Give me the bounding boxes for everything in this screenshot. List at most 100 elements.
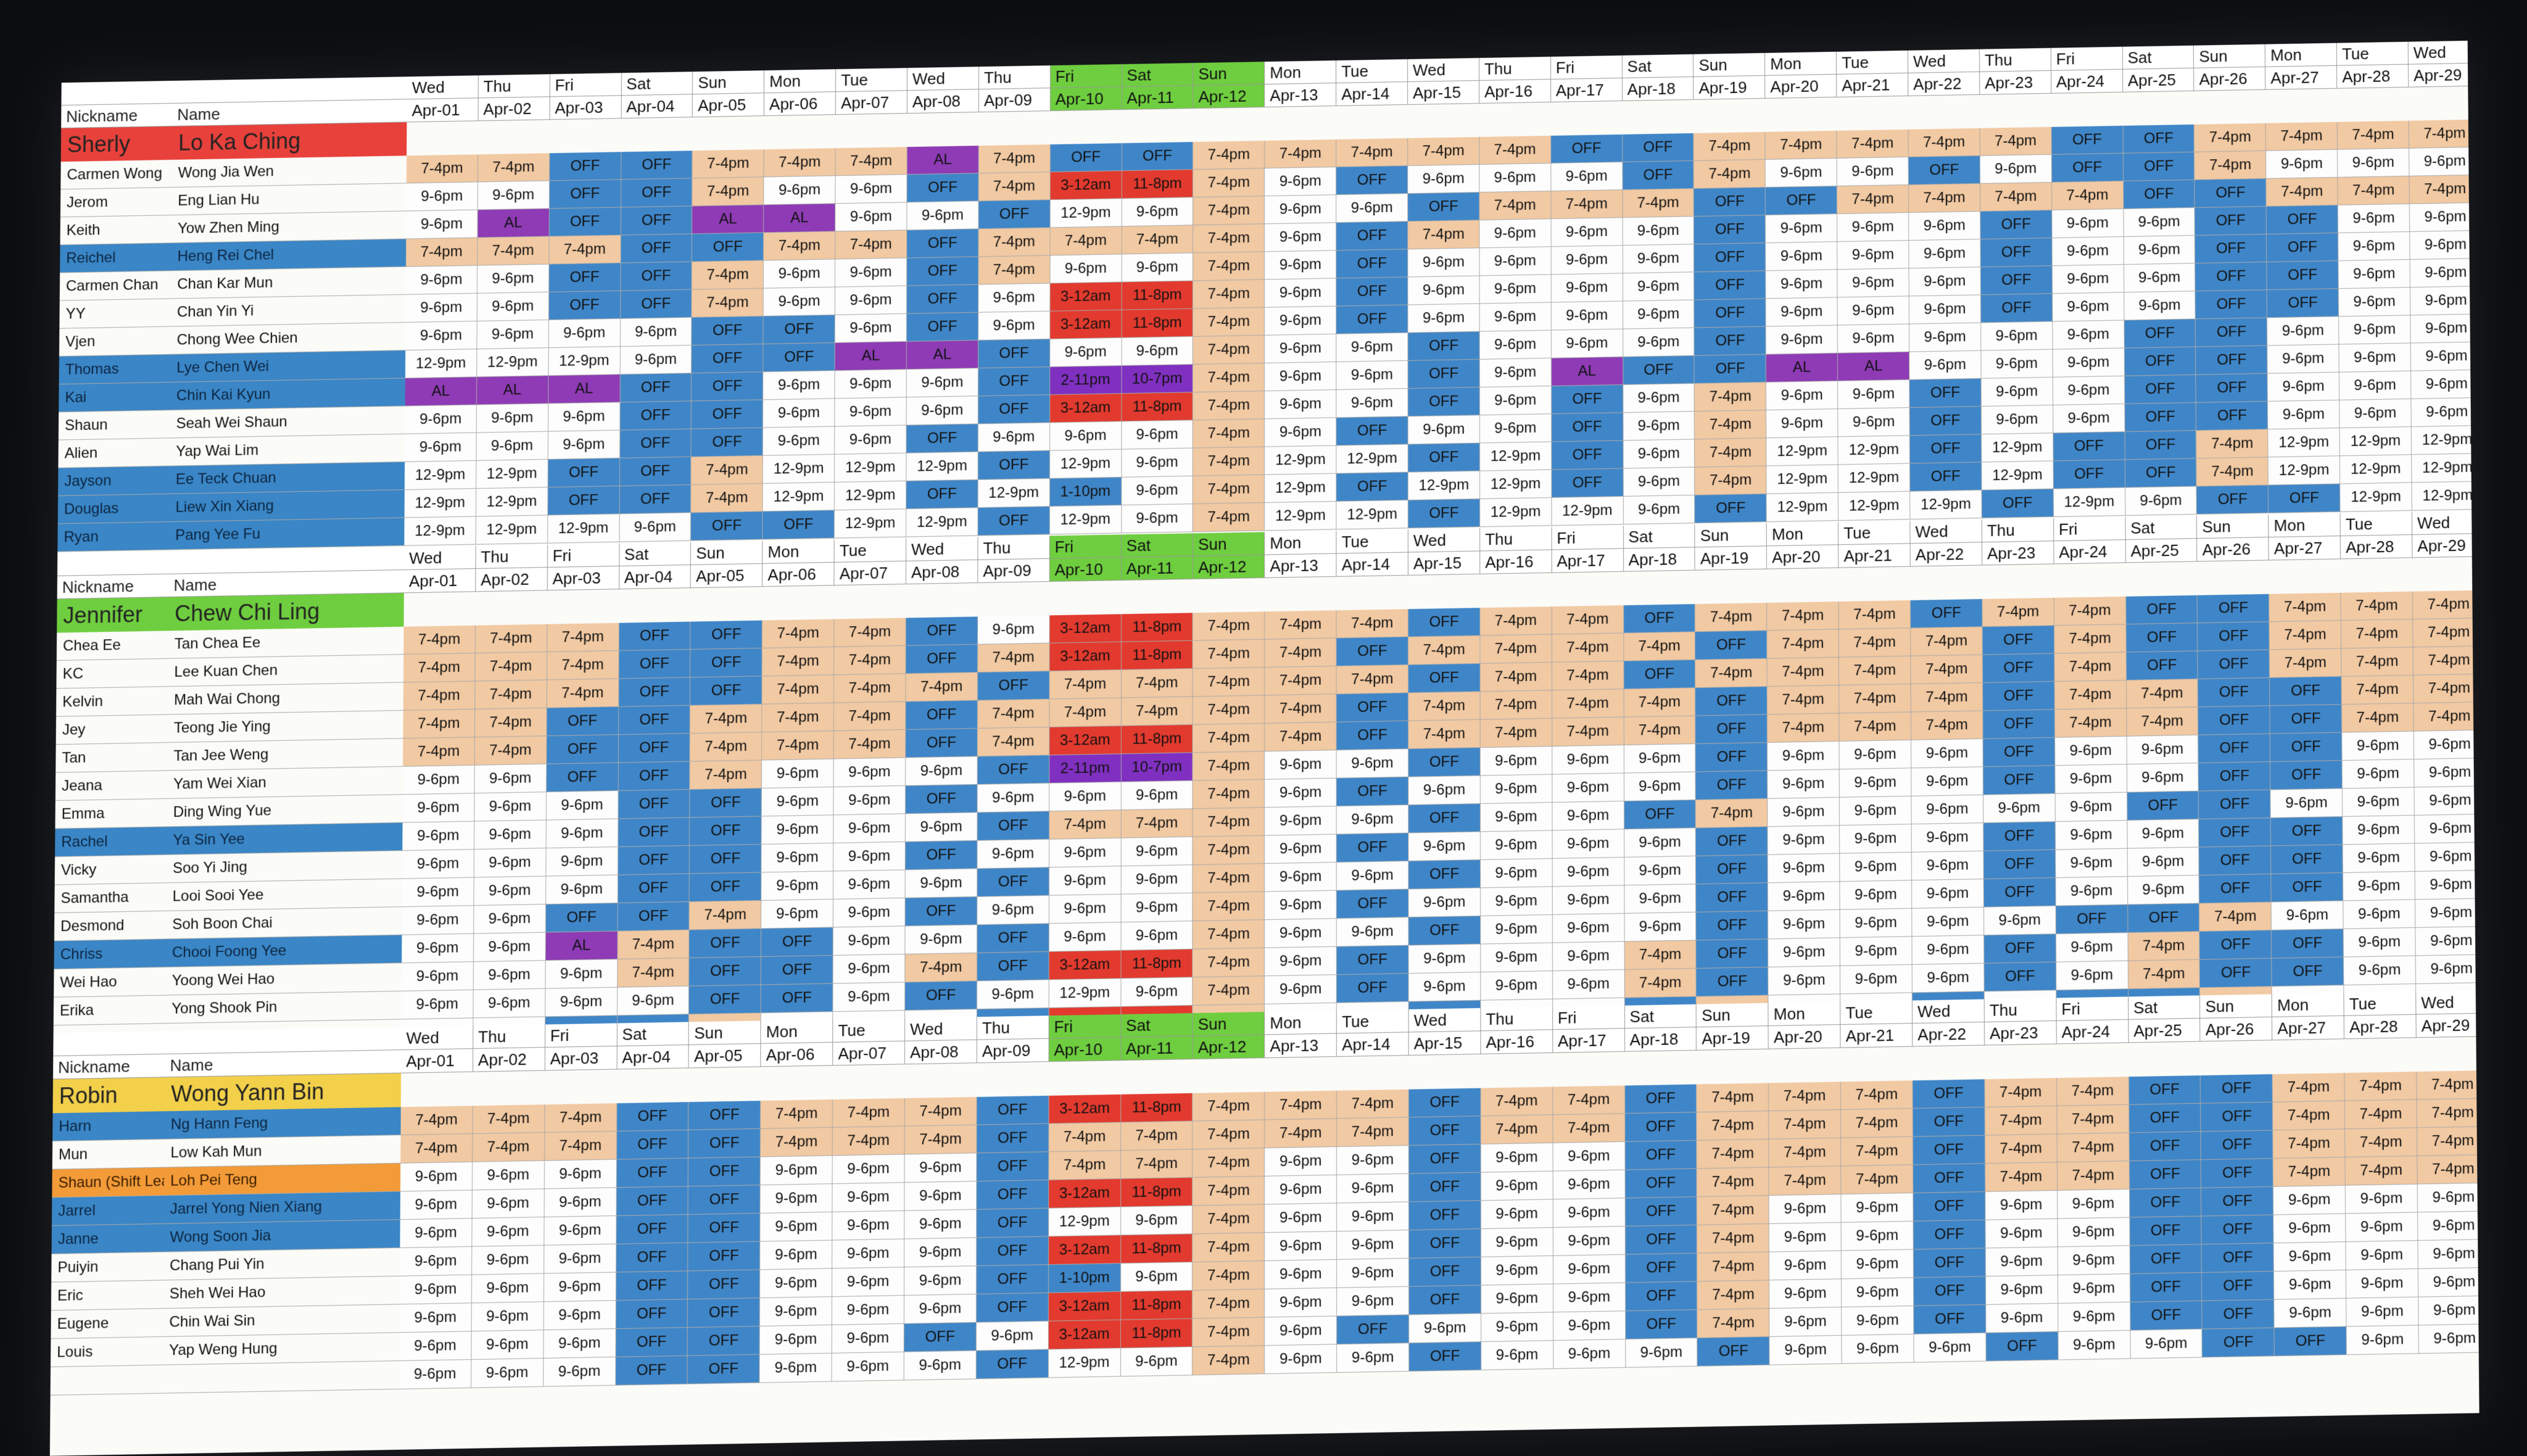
- shift-cell[interactable]: OFF: [616, 1243, 689, 1273]
- shift-cell[interactable]: 9-6pm: [1336, 805, 1409, 835]
- shift-cell[interactable]: 7-4pm: [2057, 1133, 2130, 1163]
- shift-cell[interactable]: 9-6pm: [1265, 778, 1337, 808]
- shift-cell[interactable]: 12-9pm: [978, 478, 1050, 508]
- shift-cell[interactable]: OFF: [2051, 153, 2124, 183]
- shift-cell[interactable]: 9-6pm: [473, 988, 546, 1019]
- shift-cell[interactable]: OFF: [616, 1130, 689, 1160]
- shift-cell[interactable]: 9-6pm: [1551, 246, 1623, 275]
- shift-cell[interactable]: 9-6pm: [400, 1190, 473, 1220]
- shift-cell[interactable]: OFF: [1909, 378, 1982, 408]
- shift-cell[interactable]: OFF: [1695, 631, 1768, 660]
- shift-cell[interactable]: 7-4pm: [1841, 1136, 1914, 1167]
- shift-cell[interactable]: OFF: [1551, 413, 1624, 442]
- shift-cell[interactable]: 9-6pm: [473, 932, 546, 962]
- shift-cell[interactable]: 9-6pm: [1909, 267, 1981, 297]
- shift-cell[interactable]: 2-11pm: [1049, 754, 1122, 784]
- shift-cell[interactable]: 7-4pm: [1623, 189, 1695, 218]
- shift-cell[interactable]: 3-12am: [1050, 282, 1122, 312]
- shift-cell[interactable]: 9-6pm: [1265, 306, 1337, 336]
- shift-cell[interactable]: OFF: [1913, 1079, 1985, 1109]
- shift-cell[interactable]: 9-6pm: [545, 959, 618, 989]
- shift-cell[interactable]: 9-6pm: [904, 1209, 977, 1239]
- shift-cell[interactable]: 9-6pm: [2127, 819, 2199, 849]
- shift-cell[interactable]: OFF: [2124, 402, 2197, 432]
- shift-cell[interactable]: OFF: [2051, 125, 2124, 155]
- shift-cell[interactable]: 7-4pm: [2273, 1101, 2346, 1131]
- shift-cell[interactable]: OFF: [761, 983, 833, 1014]
- shift-cell[interactable]: 9-6pm: [1049, 421, 1122, 451]
- shift-cell[interactable]: OFF: [688, 1298, 761, 1328]
- shift-cell[interactable]: OFF: [1625, 1197, 1698, 1227]
- shift-cell[interactable]: OFF: [1624, 1112, 1697, 1142]
- shift-cell[interactable]: OFF: [1694, 354, 1767, 384]
- shift-cell[interactable]: OFF: [2201, 1159, 2274, 1188]
- shift-cell[interactable]: 7-4pm: [1193, 611, 1265, 641]
- shift-cell[interactable]: OFF: [906, 424, 978, 453]
- shift-cell[interactable]: 9-6pm: [1120, 1206, 1193, 1236]
- shift-cell[interactable]: 9-6pm: [2273, 1242, 2347, 1272]
- shift-cell[interactable]: 12-9pm: [1766, 437, 1838, 466]
- shift-cell[interactable]: 9-6pm: [2056, 877, 2128, 906]
- shift-cell[interactable]: 9-6pm: [2410, 314, 2479, 344]
- shift-cell[interactable]: 7-4pm: [403, 737, 475, 767]
- shift-cell[interactable]: 9-6pm: [2058, 1274, 2130, 1304]
- shift-cell[interactable]: 12-9pm: [1479, 469, 1552, 500]
- shift-cell[interactable]: 9-6pm: [1480, 747, 1553, 776]
- shift-cell[interactable]: 9-6pm: [548, 318, 621, 349]
- shift-cell[interactable]: 3-12am: [1048, 1320, 1121, 1350]
- shift-cell[interactable]: 9-6pm: [833, 785, 906, 816]
- shift-cell[interactable]: OFF: [1986, 1331, 2059, 1362]
- shift-cell[interactable]: 7-4pm: [1839, 656, 1911, 686]
- shift-cell[interactable]: 7-4pm: [1049, 698, 1122, 727]
- shift-cell[interactable]: 7-4pm: [764, 148, 836, 178]
- shift-cell[interactable]: OFF: [1550, 134, 1623, 163]
- shift-cell[interactable]: OFF: [548, 291, 621, 320]
- shift-cell[interactable]: 9-6pm: [1551, 218, 1623, 247]
- shift-cell[interactable]: OFF: [689, 985, 762, 1015]
- shift-cell[interactable]: 9-6pm: [1121, 504, 1194, 534]
- shift-cell[interactable]: OFF: [977, 1152, 1049, 1182]
- shift-cell[interactable]: OFF: [621, 151, 693, 180]
- shift-cell[interactable]: OFF: [618, 874, 690, 904]
- shift-cell[interactable]: OFF: [2053, 460, 2125, 489]
- shift-cell[interactable]: 12-9pm: [1049, 505, 1122, 535]
- shift-cell[interactable]: OFF: [1694, 299, 1766, 328]
- shift-cell[interactable]: 11-8pm: [1120, 1290, 1193, 1320]
- shift-cell[interactable]: 7-4pm: [906, 672, 978, 702]
- shift-cell[interactable]: OFF: [1983, 878, 2056, 908]
- shift-cell[interactable]: OFF: [2129, 1216, 2202, 1246]
- shift-cell[interactable]: OFF: [619, 485, 692, 515]
- shift-cell[interactable]: 7-4pm: [1193, 391, 1265, 421]
- shift-cell[interactable]: OFF: [2198, 734, 2271, 764]
- shift-cell[interactable]: 7-4pm: [2413, 618, 2479, 648]
- shift-cell[interactable]: 7-4pm: [1552, 605, 1624, 635]
- shift-cell[interactable]: 9-6pm: [2343, 815, 2415, 845]
- shift-cell[interactable]: 7-4pm: [2269, 592, 2342, 623]
- shift-cell[interactable]: 9-6pm: [1768, 882, 1840, 911]
- shift-cell[interactable]: 9-6pm: [2058, 1217, 2130, 1247]
- shift-cell[interactable]: 7-4pm: [1767, 602, 1839, 631]
- shift-cell[interactable]: 7-4pm: [400, 1134, 473, 1164]
- shift-cell[interactable]: 7-4pm: [1695, 658, 1768, 689]
- shift-cell[interactable]: OFF: [1409, 1285, 1481, 1315]
- shift-cell[interactable]: 7-4pm: [1193, 891, 1265, 922]
- shift-cell[interactable]: 9-6pm: [2053, 376, 2125, 406]
- shift-cell[interactable]: 9-6pm: [1768, 825, 1840, 855]
- shift-cell[interactable]: 9-6pm: [1265, 362, 1337, 392]
- shift-cell[interactable]: 9-6pm: [1408, 415, 1480, 445]
- shift-cell[interactable]: 9-6pm: [2414, 814, 2479, 844]
- shift-cell[interactable]: AL: [907, 146, 979, 175]
- shift-cell[interactable]: 7-4pm: [762, 619, 835, 648]
- shift-cell[interactable]: 9-6pm: [2346, 1212, 2418, 1243]
- shift-cell[interactable]: 9-6pm: [1265, 1259, 1338, 1289]
- shift-cell[interactable]: 11-8pm: [1120, 1177, 1193, 1207]
- shift-cell[interactable]: OFF: [688, 1241, 761, 1272]
- shift-cell[interactable]: 9-6pm: [1265, 418, 1337, 447]
- shift-cell[interactable]: 9-6pm: [1837, 157, 1909, 186]
- shift-cell[interactable]: OFF: [2196, 401, 2269, 431]
- shift-cell[interactable]: 9-6pm: [2409, 202, 2479, 232]
- shift-cell[interactable]: 9-6pm: [978, 311, 1051, 341]
- shift-cell[interactable]: 9-6pm: [1409, 1313, 1482, 1344]
- shift-cell[interactable]: 9-6pm: [1842, 1334, 1914, 1364]
- shift-cell[interactable]: 9-6pm: [1837, 324, 1910, 354]
